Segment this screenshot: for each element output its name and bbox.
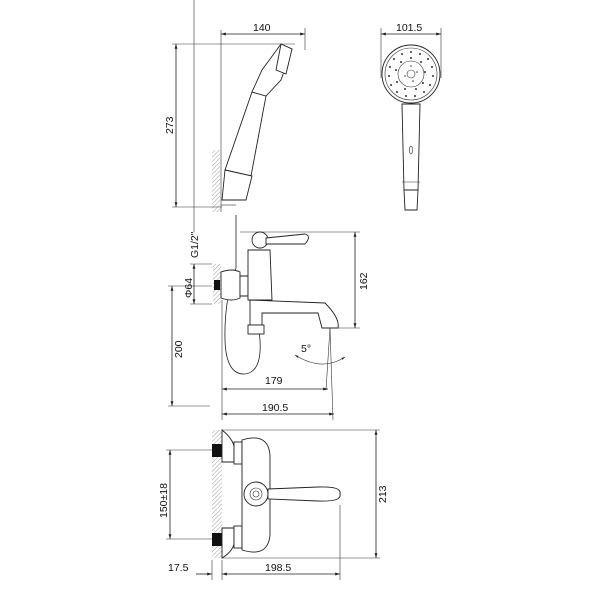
dim-diameter: Φ64 [183,278,195,298]
dim-198-5: 198.5 [265,562,291,574]
shower-head-front-view: 101.5 [380,22,442,211]
dim-190-5: 190.5 [262,402,288,414]
mixer-top-view: 213 150±18 198.5 17.5 [158,429,389,580]
dim-101-5: 101.5 [396,22,422,34]
mixer-side-view: 162 G1/2" Φ64 200 5° 179 190.5 [168,0,370,421]
dim-angle: 5° [301,343,311,355]
dim-213: 213 [377,485,389,503]
dim-150-18: 150±18 [158,483,170,518]
dim-273: 273 [164,116,176,134]
dim-thread: G1/2" [189,231,201,258]
dim-140: 140 [253,22,271,34]
inlet-block [214,280,220,290]
shower-side-view: 140 273 [164,22,306,212]
dim-179: 179 [265,375,283,387]
wall-hatch [212,150,220,212]
dim-162: 162 [358,272,370,290]
dim-200: 200 [173,340,185,358]
dim-17-5: 17.5 [168,562,189,574]
